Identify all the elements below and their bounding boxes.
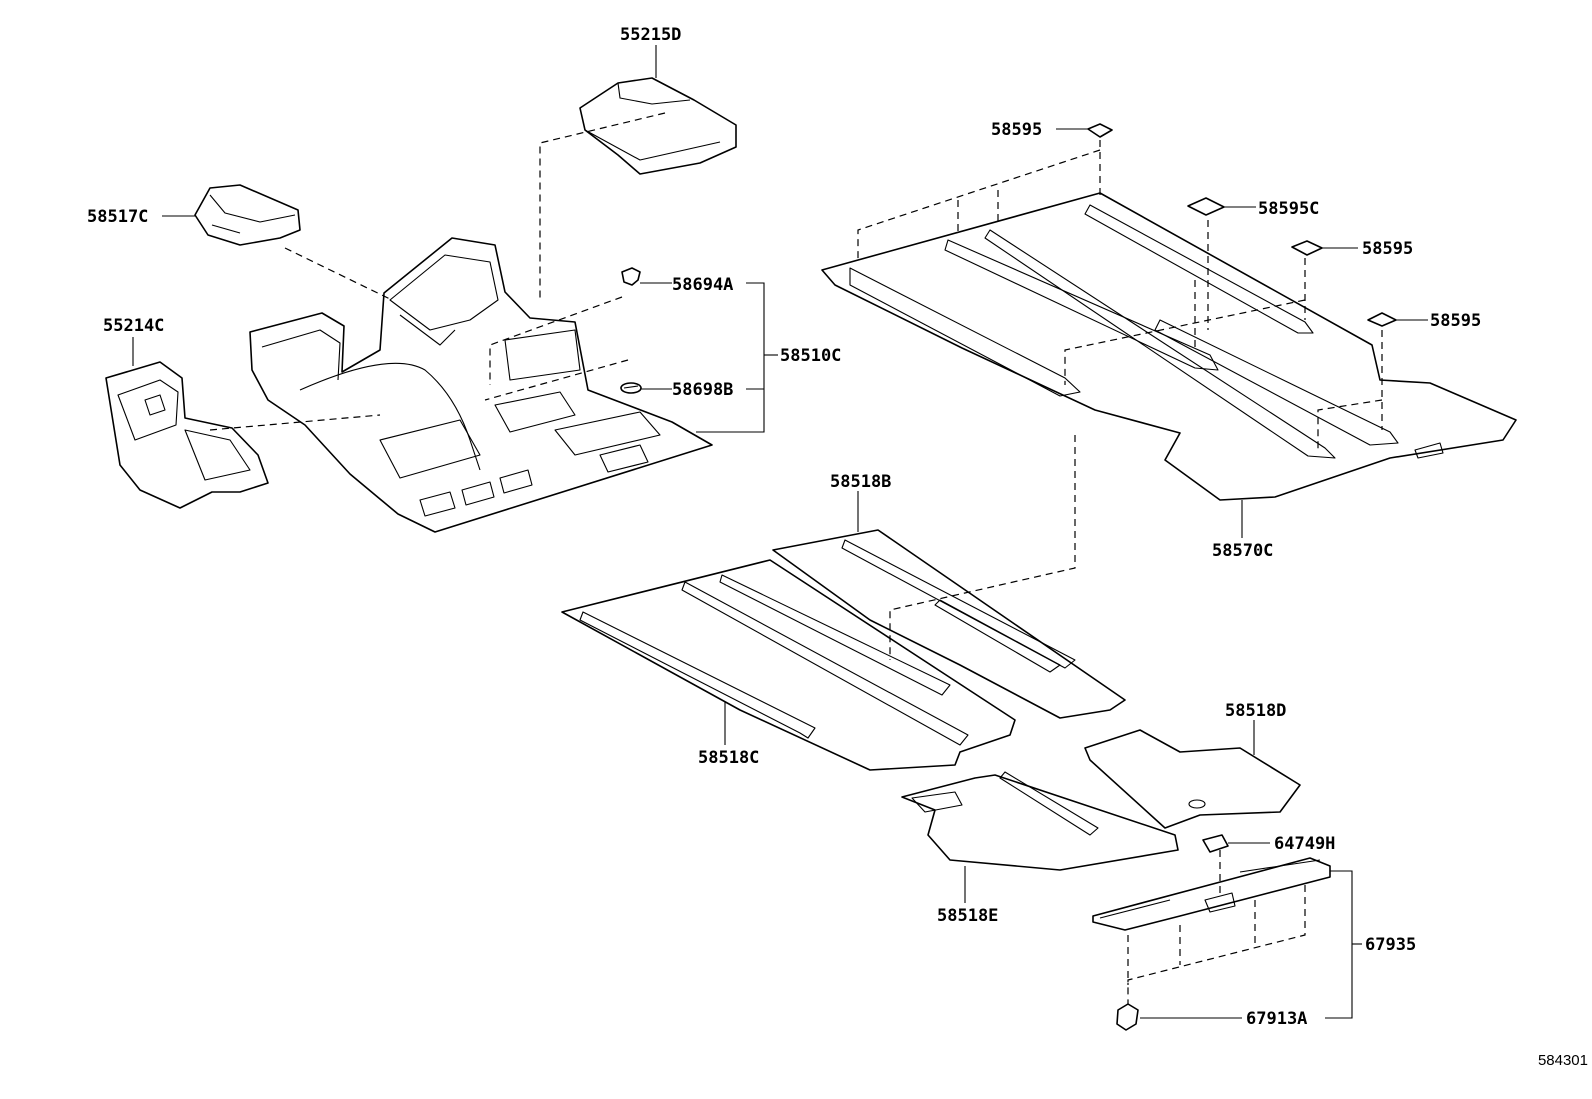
mid-floor-carpet-58518B [772,529,1126,719]
label-58518D[interactable]: 58518D [1225,701,1286,721]
label-58694A[interactable]: 58694A [672,275,733,295]
rear-floor-carpet [821,192,1517,501]
clip-58694A-shape [621,267,641,286]
label-58518E[interactable]: 58518E [937,906,998,926]
washer-58595-mid [1291,240,1323,256]
label-58570C[interactable]: 58570C [1212,541,1273,561]
assembly-dash-lines [209,112,1383,1005]
label-58698B[interactable]: 58698B [672,380,733,400]
scuff-plate-67935 [1092,857,1331,931]
washer-58595C [1187,197,1225,216]
label-58518B[interactable]: 58518B [830,472,891,492]
leader-lines [132,45,1428,1019]
label-58595-top[interactable]: 58595 [991,120,1042,140]
label-58595-right[interactable]: 58595 [1430,311,1481,331]
label-64749H[interactable]: 64749H [1274,834,1335,854]
clip-64749H-shape [1202,834,1229,853]
front-floor-carpet [249,237,713,533]
part-55215D-shape [579,77,737,175]
clip-67913A-shape [1116,1003,1139,1031]
label-67935[interactable]: 67935 [1365,935,1416,955]
label-58510C[interactable]: 58510C [780,346,841,366]
label-67913A[interactable]: 67913A [1246,1009,1307,1029]
clip-58698B-shape [620,382,642,394]
rear-floor-carpet-58518D [1084,729,1301,829]
rear-floor-carpet-58518E [901,771,1179,871]
washer-58595-right [1367,312,1397,327]
label-58595-mid[interactable]: 58595 [1362,239,1413,259]
label-58518C[interactable]: 58518C [698,748,759,768]
part-55214C-shape [105,361,269,509]
washer-58595-top [1087,123,1113,138]
part-58517C-shape [194,184,301,246]
mid-floor-carpet-58518C [561,559,1016,771]
label-55214C[interactable]: 55214C [103,316,164,336]
diagram-reference-code: 584301 [1538,1052,1588,1069]
label-58517C[interactable]: 58517C [87,207,148,227]
label-58595C[interactable]: 58595C [1258,199,1319,219]
part-labels: 55215D 58517C 55214C 58694A 58698B 58510… [87,25,1481,1029]
label-55215D[interactable]: 55215D [620,25,681,45]
